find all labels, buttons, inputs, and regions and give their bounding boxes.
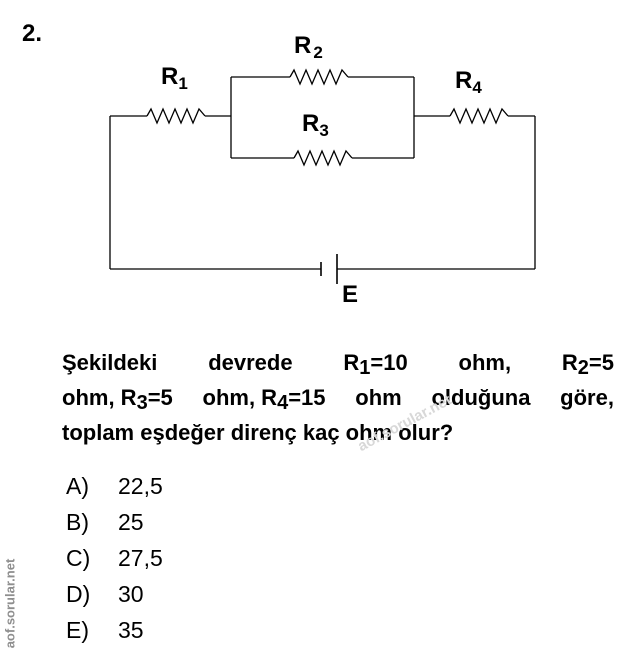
resistor-r1 xyxy=(146,107,206,125)
question-line-2: ohm, R3=5 ohm, R4=15 ohm olduğuna göre, xyxy=(62,385,614,414)
option-b[interactable]: B) 25 xyxy=(66,509,144,535)
source-label: E xyxy=(342,281,358,308)
r4-label: R4 xyxy=(455,67,482,97)
question-number: 2. xyxy=(22,20,43,47)
question-line-1: Şekildeki devrede R1=10 ohm, R2=5 xyxy=(62,350,614,379)
r1-label: R1 xyxy=(161,63,188,93)
option-a[interactable]: A) 22,5 xyxy=(66,473,163,499)
option-d[interactable]: D) 30 xyxy=(66,581,144,607)
question-line-3: toplam eşdeğer direnç kaç ohm olur? xyxy=(62,420,454,445)
resistor-r3 xyxy=(293,149,353,167)
side-watermark: aof.sorular.net xyxy=(2,558,18,649)
option-e[interactable]: E) 35 xyxy=(66,617,144,643)
question-text: Şekildeki devrede R1=10 ohm, R2=5 ohm, R… xyxy=(62,345,614,450)
resistor-r2 xyxy=(289,68,349,86)
r3-label: R3 xyxy=(302,110,329,140)
answer-options: A) 22,5 B) 25 C) 27,5 D) 30 E) 35 xyxy=(66,468,163,648)
option-c[interactable]: C) 27,5 xyxy=(66,545,163,571)
resistor-r4 xyxy=(449,107,509,125)
